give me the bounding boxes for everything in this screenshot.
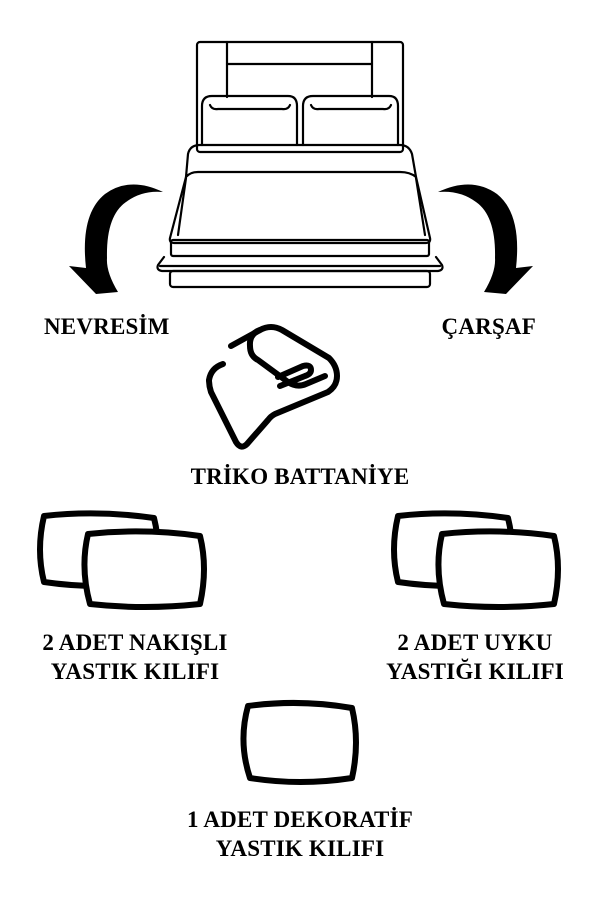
decorative-pillowcase-illustration bbox=[240, 699, 360, 786]
curved-arrow-right bbox=[432, 180, 542, 300]
embroidered-pillowcases-illustration bbox=[37, 510, 208, 618]
folded-blanket-icon bbox=[206, 324, 340, 450]
embroidered-pillowcases-label-line1: 2 ADET NAKIŞLI bbox=[42, 630, 228, 655]
two-pillows-icon bbox=[37, 510, 207, 610]
duvet-cover-label: NEVRESİM bbox=[44, 314, 170, 339]
sleep-pillowcases-label-line2: YASTIĞI KILIFI bbox=[386, 659, 564, 684]
pillow-icon bbox=[240, 699, 359, 785]
decorative-pillowcase-label-line2: YASTIK KILIFI bbox=[215, 836, 385, 861]
blanket-label: TRİKO BATTANİYE bbox=[190, 464, 410, 489]
embroidered-pillowcases-label-line2: YASTIK KILIFI bbox=[50, 659, 220, 684]
bed-illustration bbox=[150, 30, 450, 300]
blanket-illustration bbox=[195, 320, 395, 460]
two-pillows-icon bbox=[391, 510, 561, 610]
sleep-pillowcases-label-line1: 2 ADET UYKU bbox=[397, 630, 553, 655]
decorative-pillowcase-label-line1: 1 ADET DEKORATİF bbox=[186, 807, 413, 832]
curved-arrow-left bbox=[60, 180, 170, 300]
bed-icon bbox=[156, 40, 444, 289]
curved-arrow-down-left-icon bbox=[69, 184, 163, 294]
sheet-label: ÇARŞAF bbox=[441, 314, 536, 339]
curved-arrow-down-right-icon bbox=[438, 184, 533, 294]
sleep-pillowcases-illustration bbox=[391, 510, 562, 618]
